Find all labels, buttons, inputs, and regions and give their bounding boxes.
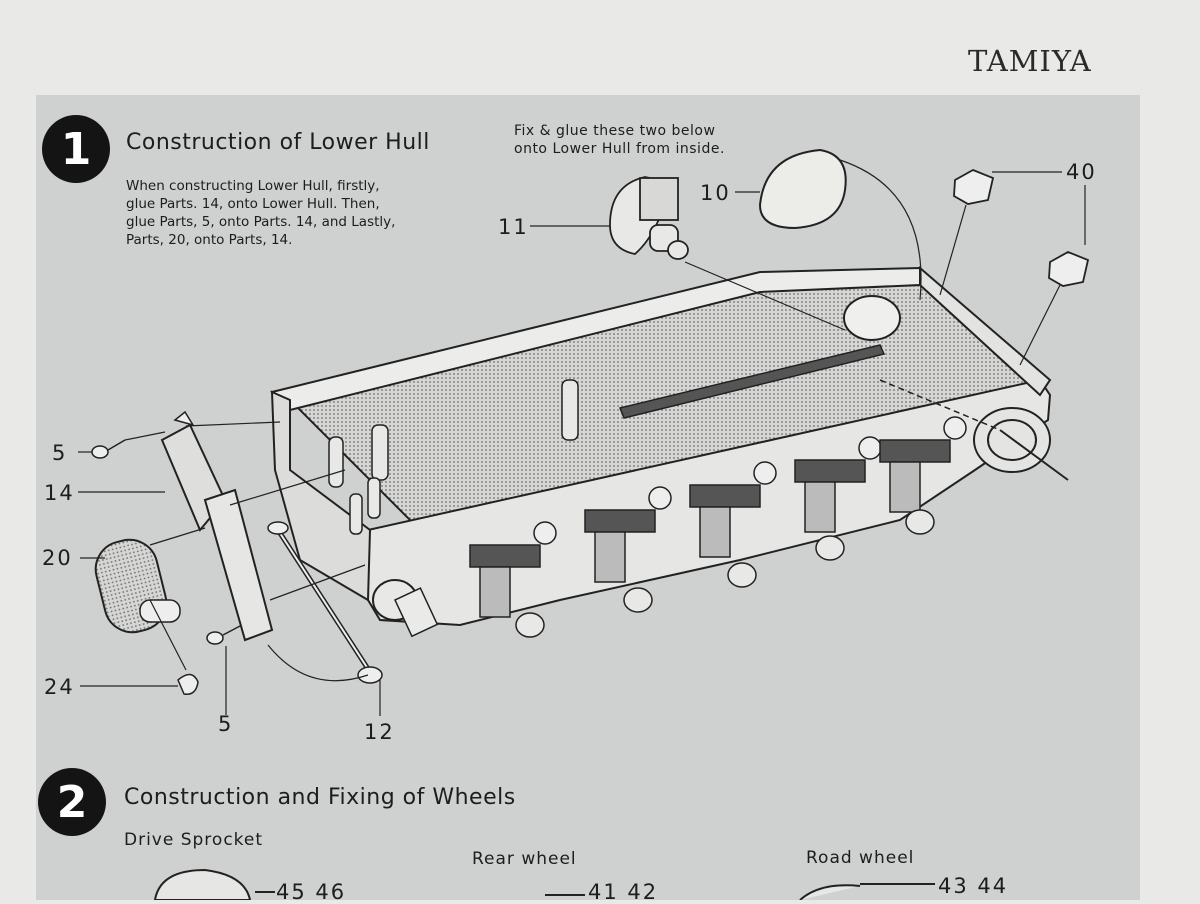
rear-wheel-label: Rear wheel — [472, 849, 577, 869]
note-line: onto Lower Hull from inside. — [514, 141, 725, 157]
step-2-title: Construction and Fixing of Wheels — [124, 785, 516, 810]
instruction-line: glue Parts. 14, onto Lower Hull. Then, — [126, 196, 380, 212]
part-label-40: 40 — [1066, 160, 1097, 184]
part-label-24: 24 — [44, 675, 75, 699]
part-10 — [758, 148, 847, 230]
part-14-panel — [203, 488, 274, 642]
road-wheel-label: Road wheel — [806, 848, 915, 868]
step-1-instructions: When constructing Lower Hull, firstly, g… — [126, 177, 395, 249]
step-2-wheel-icons — [153, 868, 935, 900]
part-label-5-lower: 5 — [218, 712, 234, 736]
step-1-badge: 1 — [42, 115, 110, 183]
brand-logo: TAMIYA — [968, 44, 1092, 78]
inside-fix-note: Fix & glue these two below onto Lower Hu… — [514, 122, 725, 158]
part-40-clips — [953, 169, 1090, 287]
hull-rear-plate — [919, 265, 1052, 397]
hull-posts — [328, 379, 579, 535]
hull-rail — [618, 344, 886, 419]
rear-opening — [843, 295, 901, 341]
instruction-line: glue Parts, 5, onto Parts. 14, and Lastl… — [126, 214, 396, 230]
leader-lines — [78, 159, 1086, 716]
hull-front-plate — [270, 390, 372, 602]
part-11 — [609, 176, 689, 260]
part-label-10: 10 — [700, 181, 731, 205]
drive-sprocket-label: Drive Sprocket — [124, 830, 264, 850]
part-24 — [177, 673, 199, 695]
instruction-line: Parts, 20, onto Parts, 14. — [126, 232, 293, 248]
rear-wheel-parts: 41 42 — [588, 880, 659, 904]
part-5-eyelets — [91, 439, 241, 645]
part-label-12: 12 — [364, 720, 395, 744]
suspension-units — [469, 416, 967, 618]
axle-stubs — [515, 509, 935, 638]
instruction-line: When constructing Lower Hull, firstly, — [126, 178, 380, 194]
part-label-14: 14 — [44, 481, 75, 505]
note-line: Fix & glue these two below — [514, 123, 716, 139]
step-2-badge: 2 — [38, 768, 106, 836]
part-label-5: 5 — [52, 441, 68, 465]
step-1-title: Construction of Lower Hull — [126, 130, 430, 155]
road-wheel-parts: 43 44 — [938, 874, 1009, 898]
part-label-11: 11 — [498, 215, 529, 239]
drive-sprocket-parts: 45 46 — [276, 880, 347, 904]
part-label-20: 20 — [42, 546, 73, 570]
